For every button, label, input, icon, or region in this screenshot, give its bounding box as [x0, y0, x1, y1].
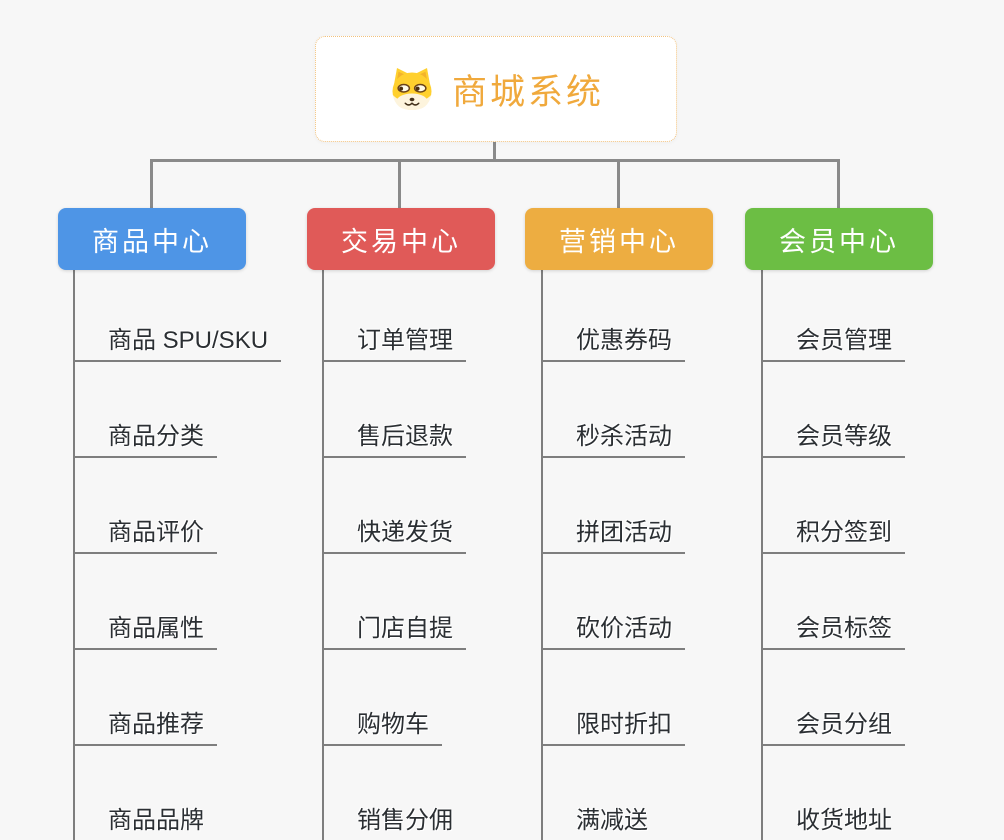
branch-label: 商品中心: [92, 226, 212, 257]
branch-topic-marketing-center[interactable]: 营销中心: [525, 208, 713, 270]
subtopic[interactable]: 会员管理: [763, 266, 905, 362]
subtopic[interactable]: 商品 SPU/SKU: [75, 266, 282, 362]
connector-root-stub: [493, 140, 496, 160]
subtopic[interactable]: 商品推荐: [75, 650, 217, 746]
subtopic-column-marketing: 优惠券码 秒杀活动 拼团活动 砍价活动 限时折扣 满减送: [541, 266, 685, 840]
subtopic[interactable]: 商品属性: [75, 554, 217, 650]
subtopic[interactable]: 满减送: [543, 746, 661, 840]
connector-drop-2: [398, 159, 401, 208]
subtopic[interactable]: 商品品牌: [75, 746, 217, 840]
subtopic[interactable]: 会员标签: [763, 554, 905, 650]
branch-topic-member-center[interactable]: 会员中心: [745, 208, 933, 270]
branch-topic-goods-center[interactable]: 商品中心: [58, 208, 246, 270]
subtopic[interactable]: 会员分组: [763, 650, 905, 746]
subtopic[interactable]: 订单管理: [324, 266, 466, 362]
branch-label: 会员中心: [779, 226, 899, 257]
shiba-dog-icon: [392, 68, 432, 110]
subtopic-column-member: 会员管理 会员等级 积分签到 会员标签 会员分组 收货地址: [761, 266, 905, 840]
branch-label: 营销中心: [559, 226, 679, 257]
subtopic[interactable]: 优惠券码: [543, 266, 685, 362]
connector-drop-3: [617, 159, 620, 208]
subtopic[interactable]: 商品评价: [75, 458, 217, 554]
connector-bus: [151, 159, 840, 162]
subtopic[interactable]: 门店自提: [324, 554, 466, 650]
root-topic[interactable]: 商城系统: [315, 36, 677, 142]
subtopic[interactable]: 积分签到: [763, 458, 905, 554]
branch-topic-trade-center[interactable]: 交易中心: [307, 208, 495, 270]
connector-drop-1: [150, 159, 153, 208]
connector-drop-4: [837, 159, 840, 208]
subtopic[interactable]: 销售分佣: [324, 746, 466, 840]
subtopic[interactable]: 购物车: [324, 650, 442, 746]
subtopic[interactable]: 商品分类: [75, 362, 217, 458]
subtopic[interactable]: 砍价活动: [543, 554, 685, 650]
subtopic[interactable]: 会员等级: [763, 362, 905, 458]
subtopic[interactable]: 收货地址: [763, 746, 905, 840]
subtopic-column-trade: 订单管理 售后退款 快递发货 门店自提 购物车 销售分佣: [322, 266, 466, 840]
root-topic-title: 商城系统: [451, 72, 604, 112]
subtopic[interactable]: 售后退款: [324, 362, 466, 458]
subtopic[interactable]: 秒杀活动: [543, 362, 685, 458]
subtopic[interactable]: 限时折扣: [543, 650, 685, 746]
subtopic-column-goods: 商品 SPU/SKU 商品分类 商品评价 商品属性 商品推荐 商品品牌: [73, 266, 282, 840]
subtopic[interactable]: 快递发货: [324, 458, 466, 554]
subtopic[interactable]: 拼团活动: [543, 458, 685, 554]
branch-label: 交易中心: [341, 226, 461, 257]
